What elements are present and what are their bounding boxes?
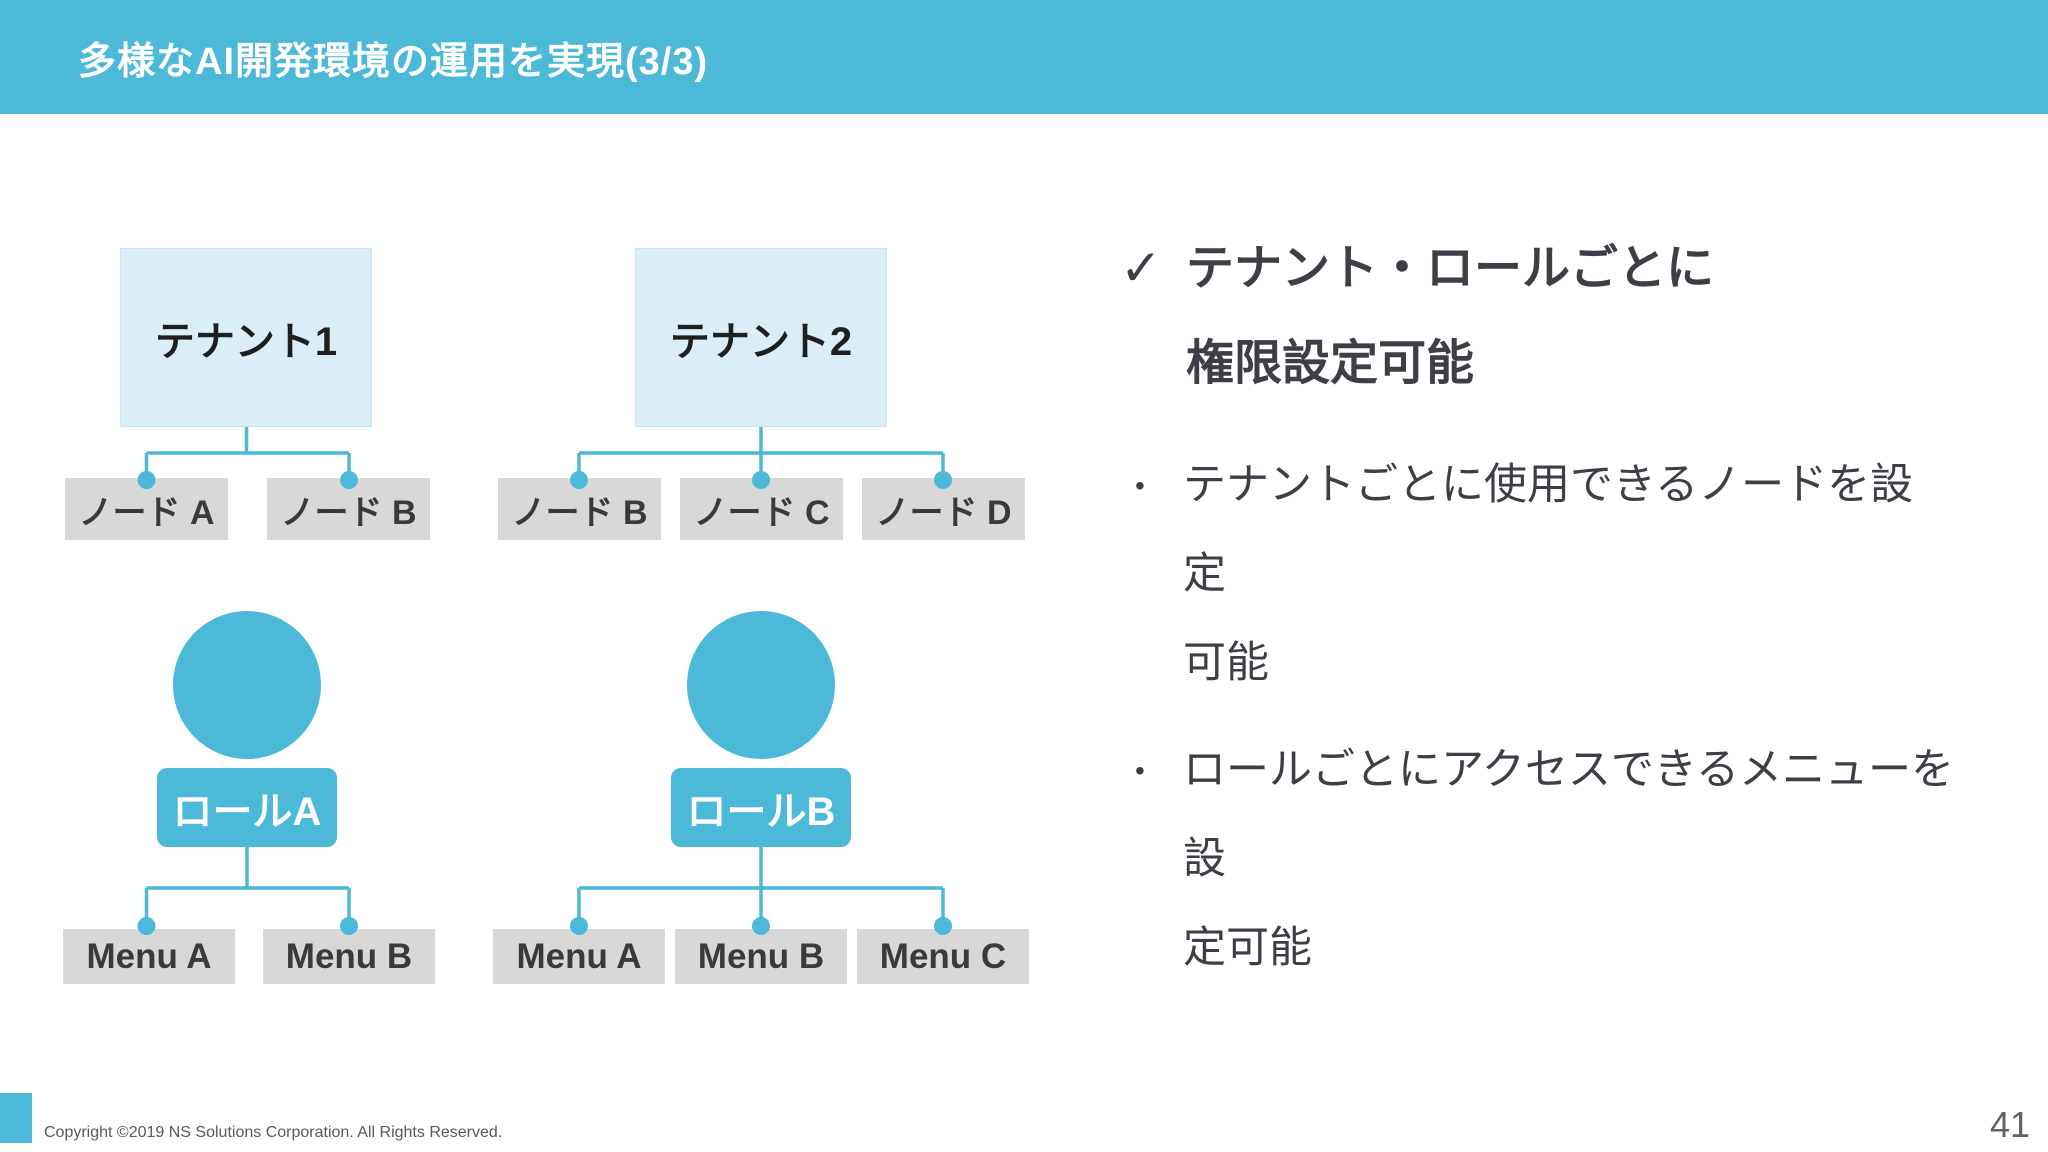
node-label: ノード A [78,493,215,532]
bullet-line: 定可能 [1183,924,1312,972]
menu-label: Menu A [516,936,642,976]
menu-box: Menu C [857,929,1029,984]
tenant-2-box: テナント2 [635,248,887,427]
bullet-line: 可能 [1183,639,1269,687]
person-circle-icon [687,611,835,759]
menu-box: Menu A [493,929,665,984]
node-label: ノード B [280,493,417,532]
bullet-text: テナントごとに使用できるノードを設定 可能 [1183,441,1955,708]
notes-heading: ✓ テナント・ロールごとに 権限設定可能 [1120,221,1714,411]
menu-box: Menu B [263,929,435,984]
role-b-box: ロールB [671,768,851,847]
role-a-box: ロールA [157,768,337,847]
node-box: ノード B [498,478,661,540]
node-box: ノード D [862,478,1025,540]
page-title: 多様なAI開発環境の運用を実現(3/3) [78,40,709,83]
menu-label: Menu C [879,936,1007,976]
person-circle-icon [173,611,321,759]
role-a-label: ロールA [172,789,322,834]
node-label: ノード C [693,493,830,532]
node-label: ノード B [511,493,648,532]
notes-bullets: • テナントごとに使用できるノードを設定 可能 • ロールごとにアクセスできるメ… [1135,441,1955,993]
node-box: ノード A [65,478,228,540]
page-number: 41 [1989,1104,2030,1145]
bullet-item: • テナントごとに使用できるノードを設定 可能 [1135,441,1955,708]
menu-label: Menu B [285,936,413,976]
header-bar: 多様なAI開発環境の運用を実現(3/3) [0,0,2048,114]
notes-heading-text: テナント・ロールごとに 権限設定可能 [1186,221,1714,411]
tenant-1-label: テナント1 [154,319,338,364]
menu-label: Menu A [86,936,212,976]
menu-box: Menu A [63,929,235,984]
footer-accent-square [0,1093,32,1143]
bullet-line: ロールごとにアクセスできるメニューを設 [1183,746,1954,883]
node-box: ノード B [267,478,430,540]
bullet-line: テナントごとに使用できるノードを設定 [1183,461,1914,598]
menu-box: Menu B [675,929,847,984]
node-label: ノード D [875,493,1012,532]
bullet-text: ロールごとにアクセスできるメニューを設 定可能 [1183,726,1955,993]
notes-heading-line2: 権限設定可能 [1186,337,1475,390]
role-b-label: ロールB [686,789,836,834]
notes-heading-line1: テナント・ロールごとに [1186,242,1715,295]
menu-label: Menu B [697,936,825,976]
copyright-text: Copyright ©2019 NS Solutions Corporation… [44,1124,503,1141]
bullet-icon: • [1135,755,1145,786]
tenant-1-box: テナント1 [120,248,372,427]
bullet-item: • ロールごとにアクセスできるメニューを設 定可能 [1135,726,1955,993]
bullet-icon: • [1135,470,1145,501]
tenant-2-label: テナント2 [669,319,853,364]
check-icon: ✓ [1120,240,1162,296]
node-box: ノード C [680,478,843,540]
